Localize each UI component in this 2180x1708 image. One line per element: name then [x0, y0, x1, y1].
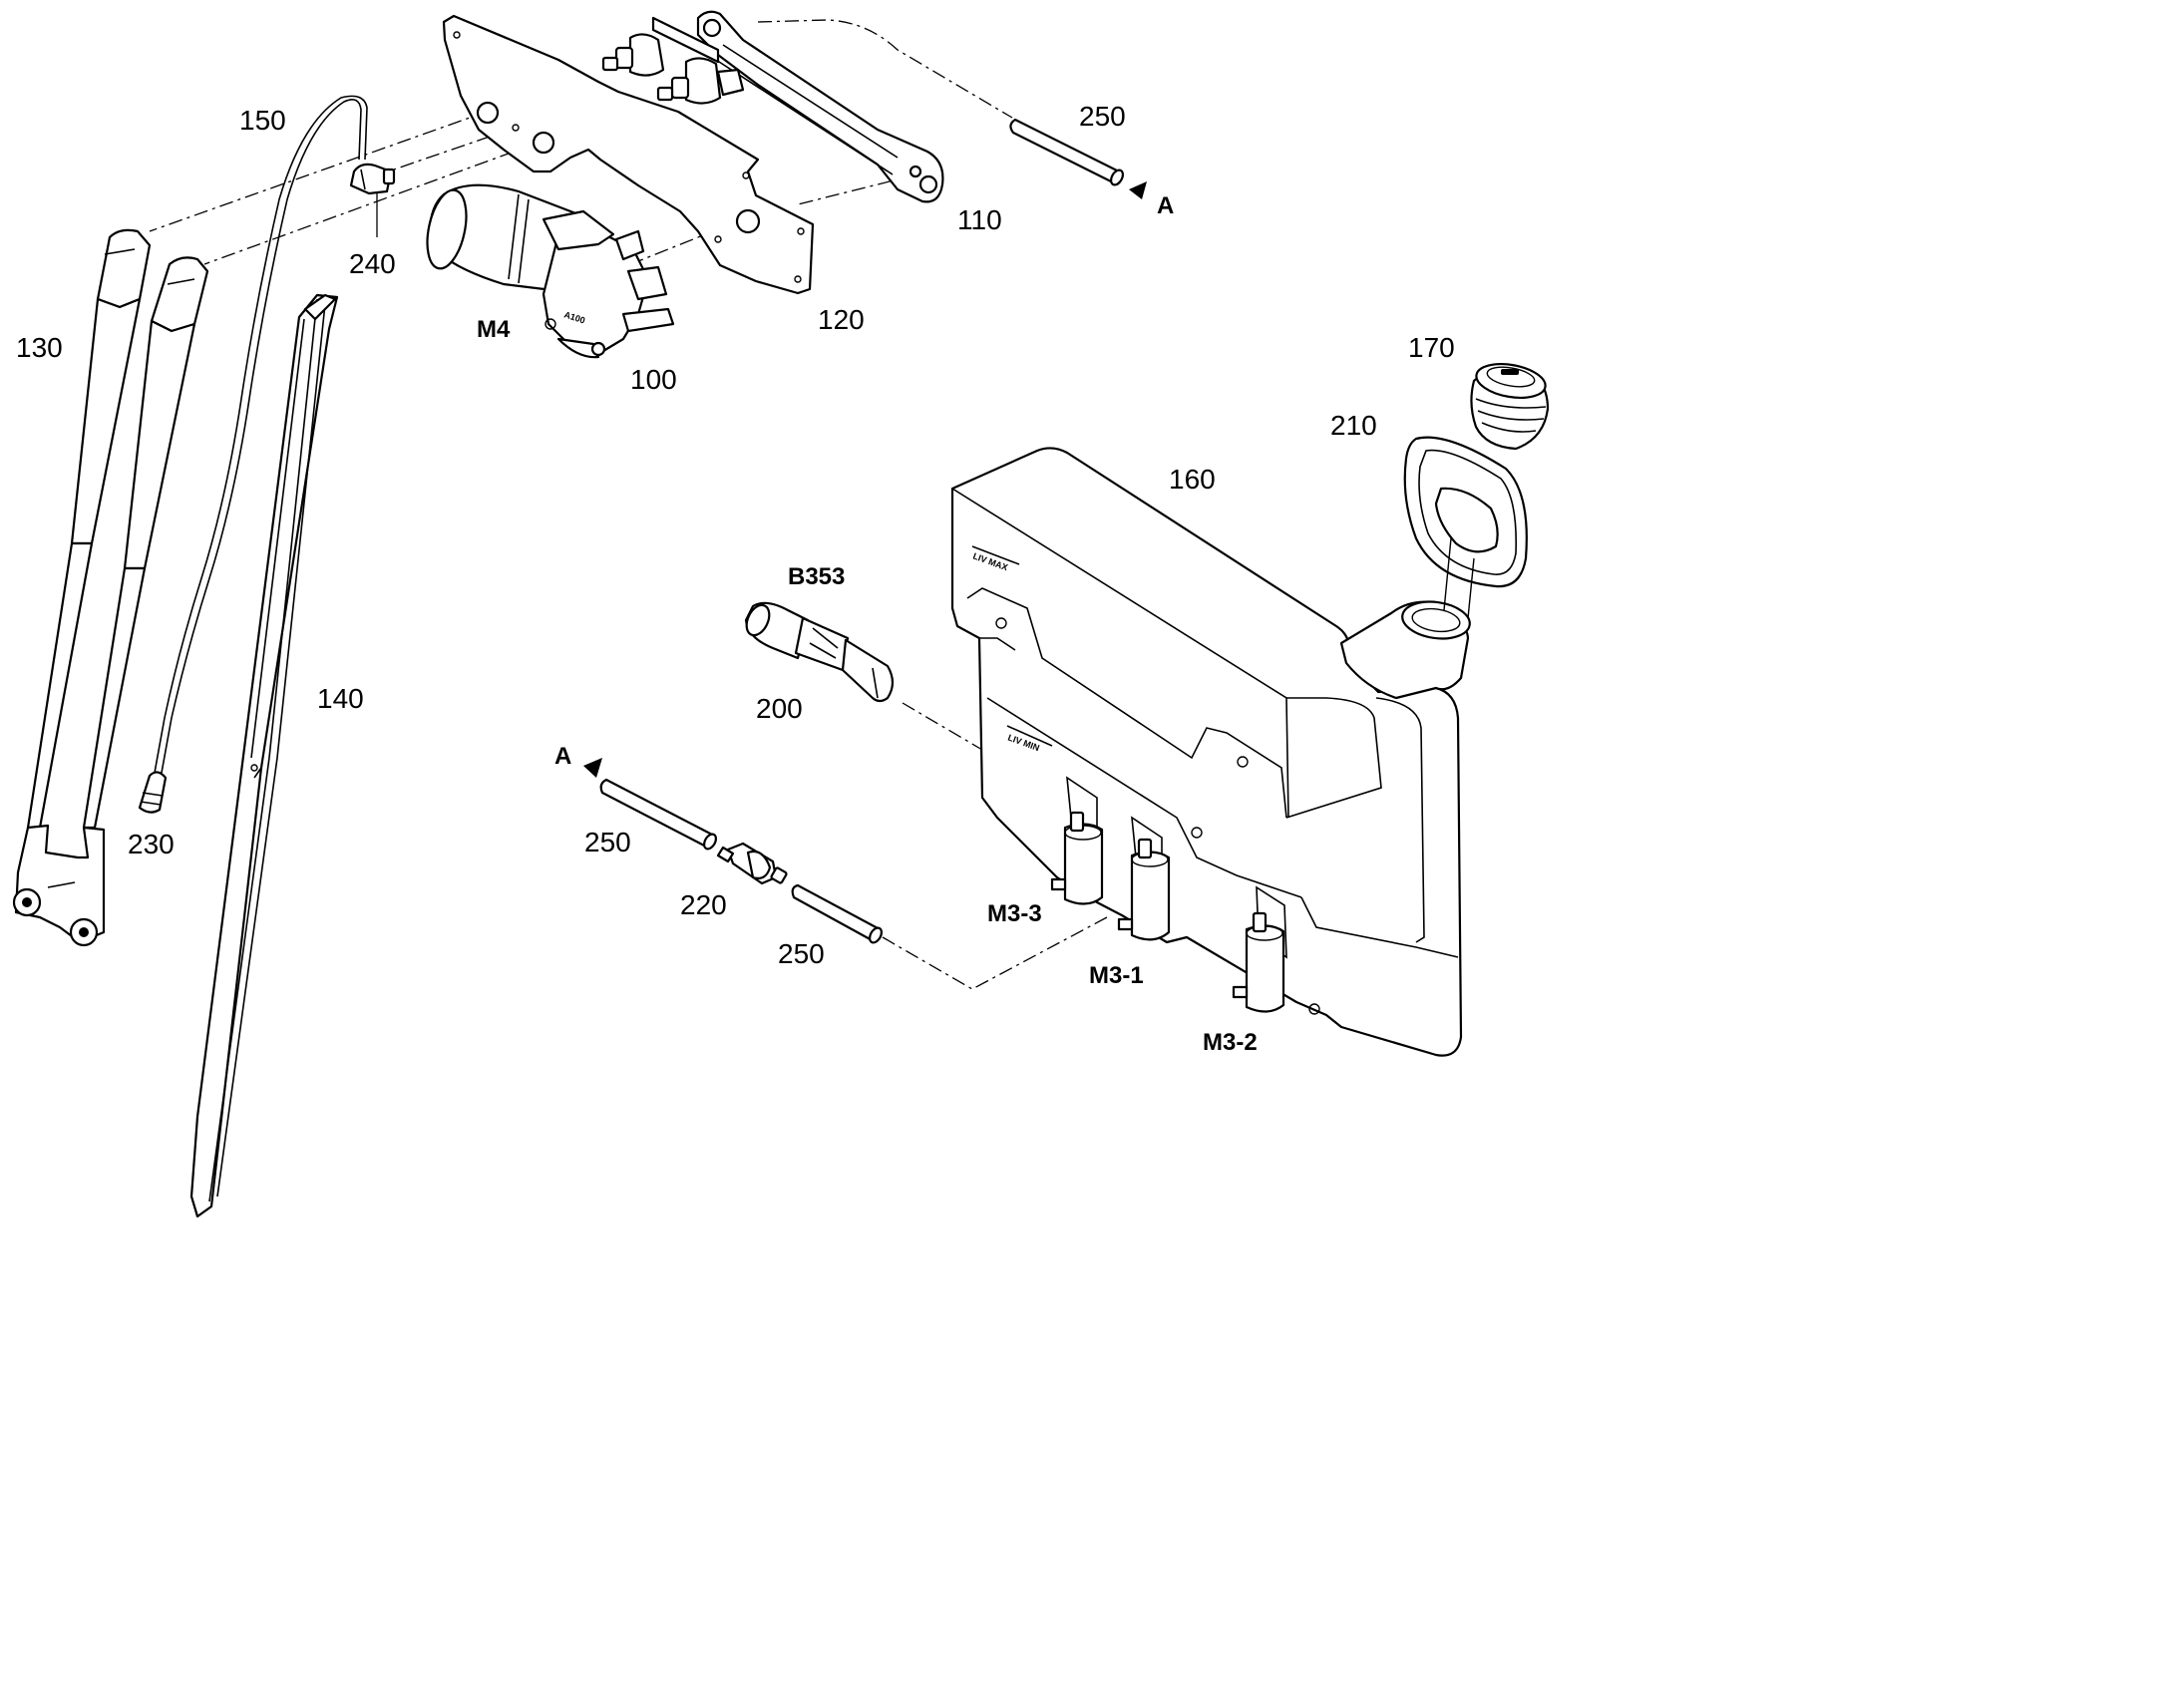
label-110: 110 — [957, 204, 1002, 235]
wiper-motor: A100 — [426, 183, 675, 359]
wiper-blade — [189, 293, 339, 1218]
washer-reservoir: LIV MAX LIV MIN — [950, 447, 1471, 1057]
level-sensor — [744, 601, 895, 703]
label-170: 170 — [1408, 332, 1455, 363]
hose-250-left — [583, 758, 717, 851]
label-160: 160 — [1169, 464, 1216, 495]
label-140: 140 — [317, 683, 364, 714]
label-150: 150 — [239, 105, 286, 136]
label-230: 230 — [128, 829, 175, 859]
label-m4: M4 — [477, 316, 511, 343]
check-valve-220 — [716, 842, 788, 885]
label-200: 200 — [756, 693, 803, 724]
label-100: 100 — [630, 364, 677, 395]
label-250-top: 250 — [1079, 101, 1126, 132]
washer-nozzle-240 — [349, 163, 396, 195]
label-240: 240 — [349, 248, 396, 279]
label-210: 210 — [1330, 410, 1377, 441]
callout-labels: 100 110 120 130 140 150 160 170 200 210 … — [16, 101, 1455, 1056]
label-250-lower: 250 — [778, 938, 825, 969]
filler-cap-170 — [1470, 363, 1550, 451]
label-m3-3: M3-3 — [987, 900, 1042, 927]
label-220: 220 — [680, 889, 727, 920]
wiper-arms — [12, 228, 209, 947]
wiper-washer-exploded-diagram: A 100 — [12, 10, 1550, 1218]
hose-250-top — [1009, 118, 1147, 199]
filler-gasket-210 — [1403, 436, 1528, 619]
leader-lines — [149, 19, 1108, 990]
hose-250-lower — [791, 883, 883, 944]
label-arrow-a-left: A — [554, 743, 571, 770]
label-250-left: 250 — [584, 827, 631, 857]
wiper-linkage — [601, 10, 944, 203]
mounting-plate — [442, 14, 815, 295]
label-m3-2: M3-2 — [1203, 1029, 1258, 1056]
hose-connector-230 — [138, 771, 168, 814]
label-m3-1: M3-1 — [1089, 962, 1144, 989]
label-b353: B353 — [788, 563, 845, 590]
label-120: 120 — [818, 304, 865, 335]
label-arrow-a-top: A — [1157, 192, 1174, 219]
label-130: 130 — [16, 332, 63, 363]
washer-hose — [154, 95, 368, 774]
